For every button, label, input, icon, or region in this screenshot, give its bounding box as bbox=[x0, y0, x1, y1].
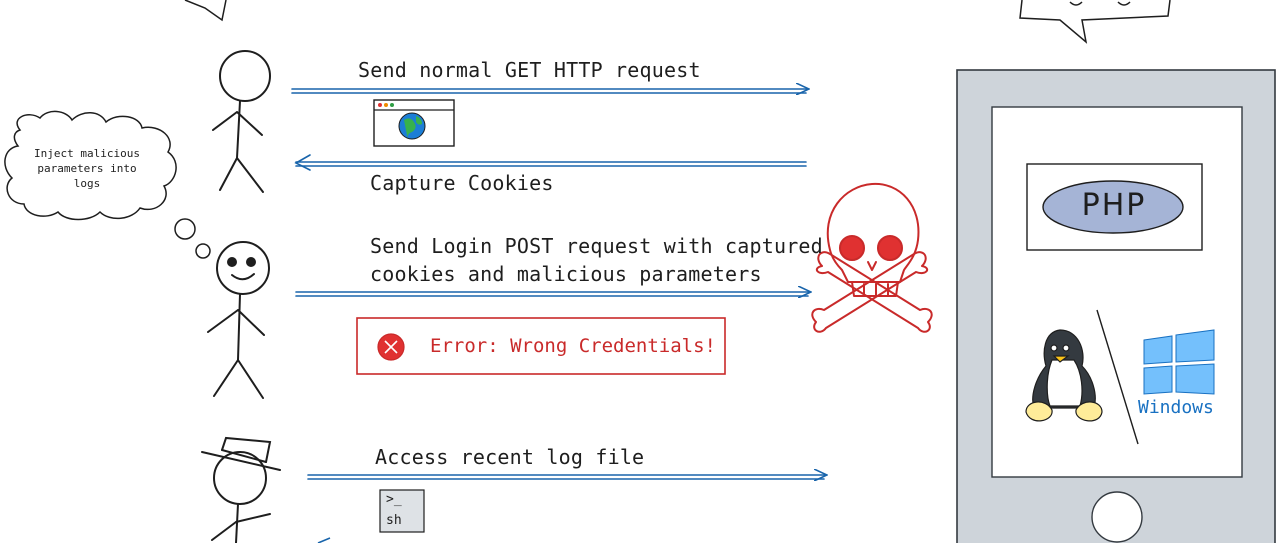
thought-bubble bbox=[4, 110, 211, 259]
error-message: Error: Wrong Credentials! bbox=[430, 335, 716, 357]
server-device bbox=[956, 69, 1276, 543]
windows-label: Windows bbox=[1138, 397, 1214, 418]
terminal-icon bbox=[379, 489, 425, 533]
login-post-label-line1: Send Login POST request with captured bbox=[370, 234, 823, 258]
windows-logo-icon bbox=[1143, 329, 1215, 395]
php-label: PHP bbox=[1081, 188, 1147, 223]
os-divider-line bbox=[1096, 309, 1139, 445]
arrow-return-partial bbox=[317, 537, 331, 543]
login-post-label-line2: cookies and malicious parameters bbox=[370, 262, 762, 286]
partial-speech-bubble-right bbox=[1019, 0, 1171, 44]
stick-figure-normal-user bbox=[212, 50, 271, 193]
terminal-prompt: >_ bbox=[386, 492, 402, 507]
capture-cookies-label: Capture Cookies bbox=[370, 171, 554, 195]
access-log-label: Access recent log file bbox=[375, 445, 645, 469]
browser-globe-icon bbox=[373, 99, 455, 147]
terminal-label: sh bbox=[386, 513, 402, 528]
error-box bbox=[356, 317, 726, 375]
arrow-login-post bbox=[295, 292, 810, 296]
skull-crossbones-icon bbox=[811, 182, 933, 333]
php-box bbox=[1026, 163, 1203, 251]
stick-figure-hat-attacker bbox=[201, 436, 281, 543]
arrow-access-log bbox=[307, 475, 826, 479]
get-request-label: Send normal GET HTTP request bbox=[358, 58, 701, 82]
arrow-get-request bbox=[291, 89, 808, 93]
arrow-capture-cookies bbox=[294, 154, 807, 171]
thought-bubble-text: Inject malicious parameters into logs bbox=[34, 147, 140, 190]
linux-tux-icon bbox=[1025, 329, 1103, 422]
partial-speech-bubble-left bbox=[184, 0, 227, 22]
stick-figure-attacker bbox=[207, 241, 270, 399]
